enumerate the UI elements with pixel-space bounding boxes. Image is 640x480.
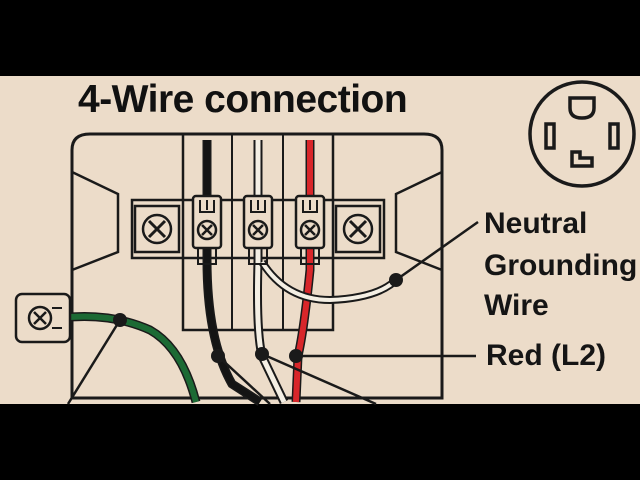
white-terminal-clip [242,194,274,265]
terminal-block-housing [70,132,444,400]
right-bracket [394,170,443,272]
red-l2-label: Red (L2) [486,339,606,372]
diagram-title: 4-Wire connection [78,78,408,121]
ground-screw-bracket [14,292,72,344]
neutral-label-line2: Grounding [484,249,638,282]
neutral-leader-line [395,220,479,282]
black-leader-line [217,355,271,405]
red-terminal-clip [294,194,326,265]
left-bracket [71,170,120,272]
neutral-label-line3: Wire [484,289,549,322]
white-leader-line [261,352,377,406]
black-terminal-clip [191,194,223,265]
four-prong-receptacle-icon [528,80,636,188]
terminal-screw-icon [334,204,382,254]
neutral-label-line1: Neutral [484,207,588,240]
green-leader-line [66,319,122,405]
black-wire [202,140,263,406]
terminal-screw-icon [133,204,181,254]
